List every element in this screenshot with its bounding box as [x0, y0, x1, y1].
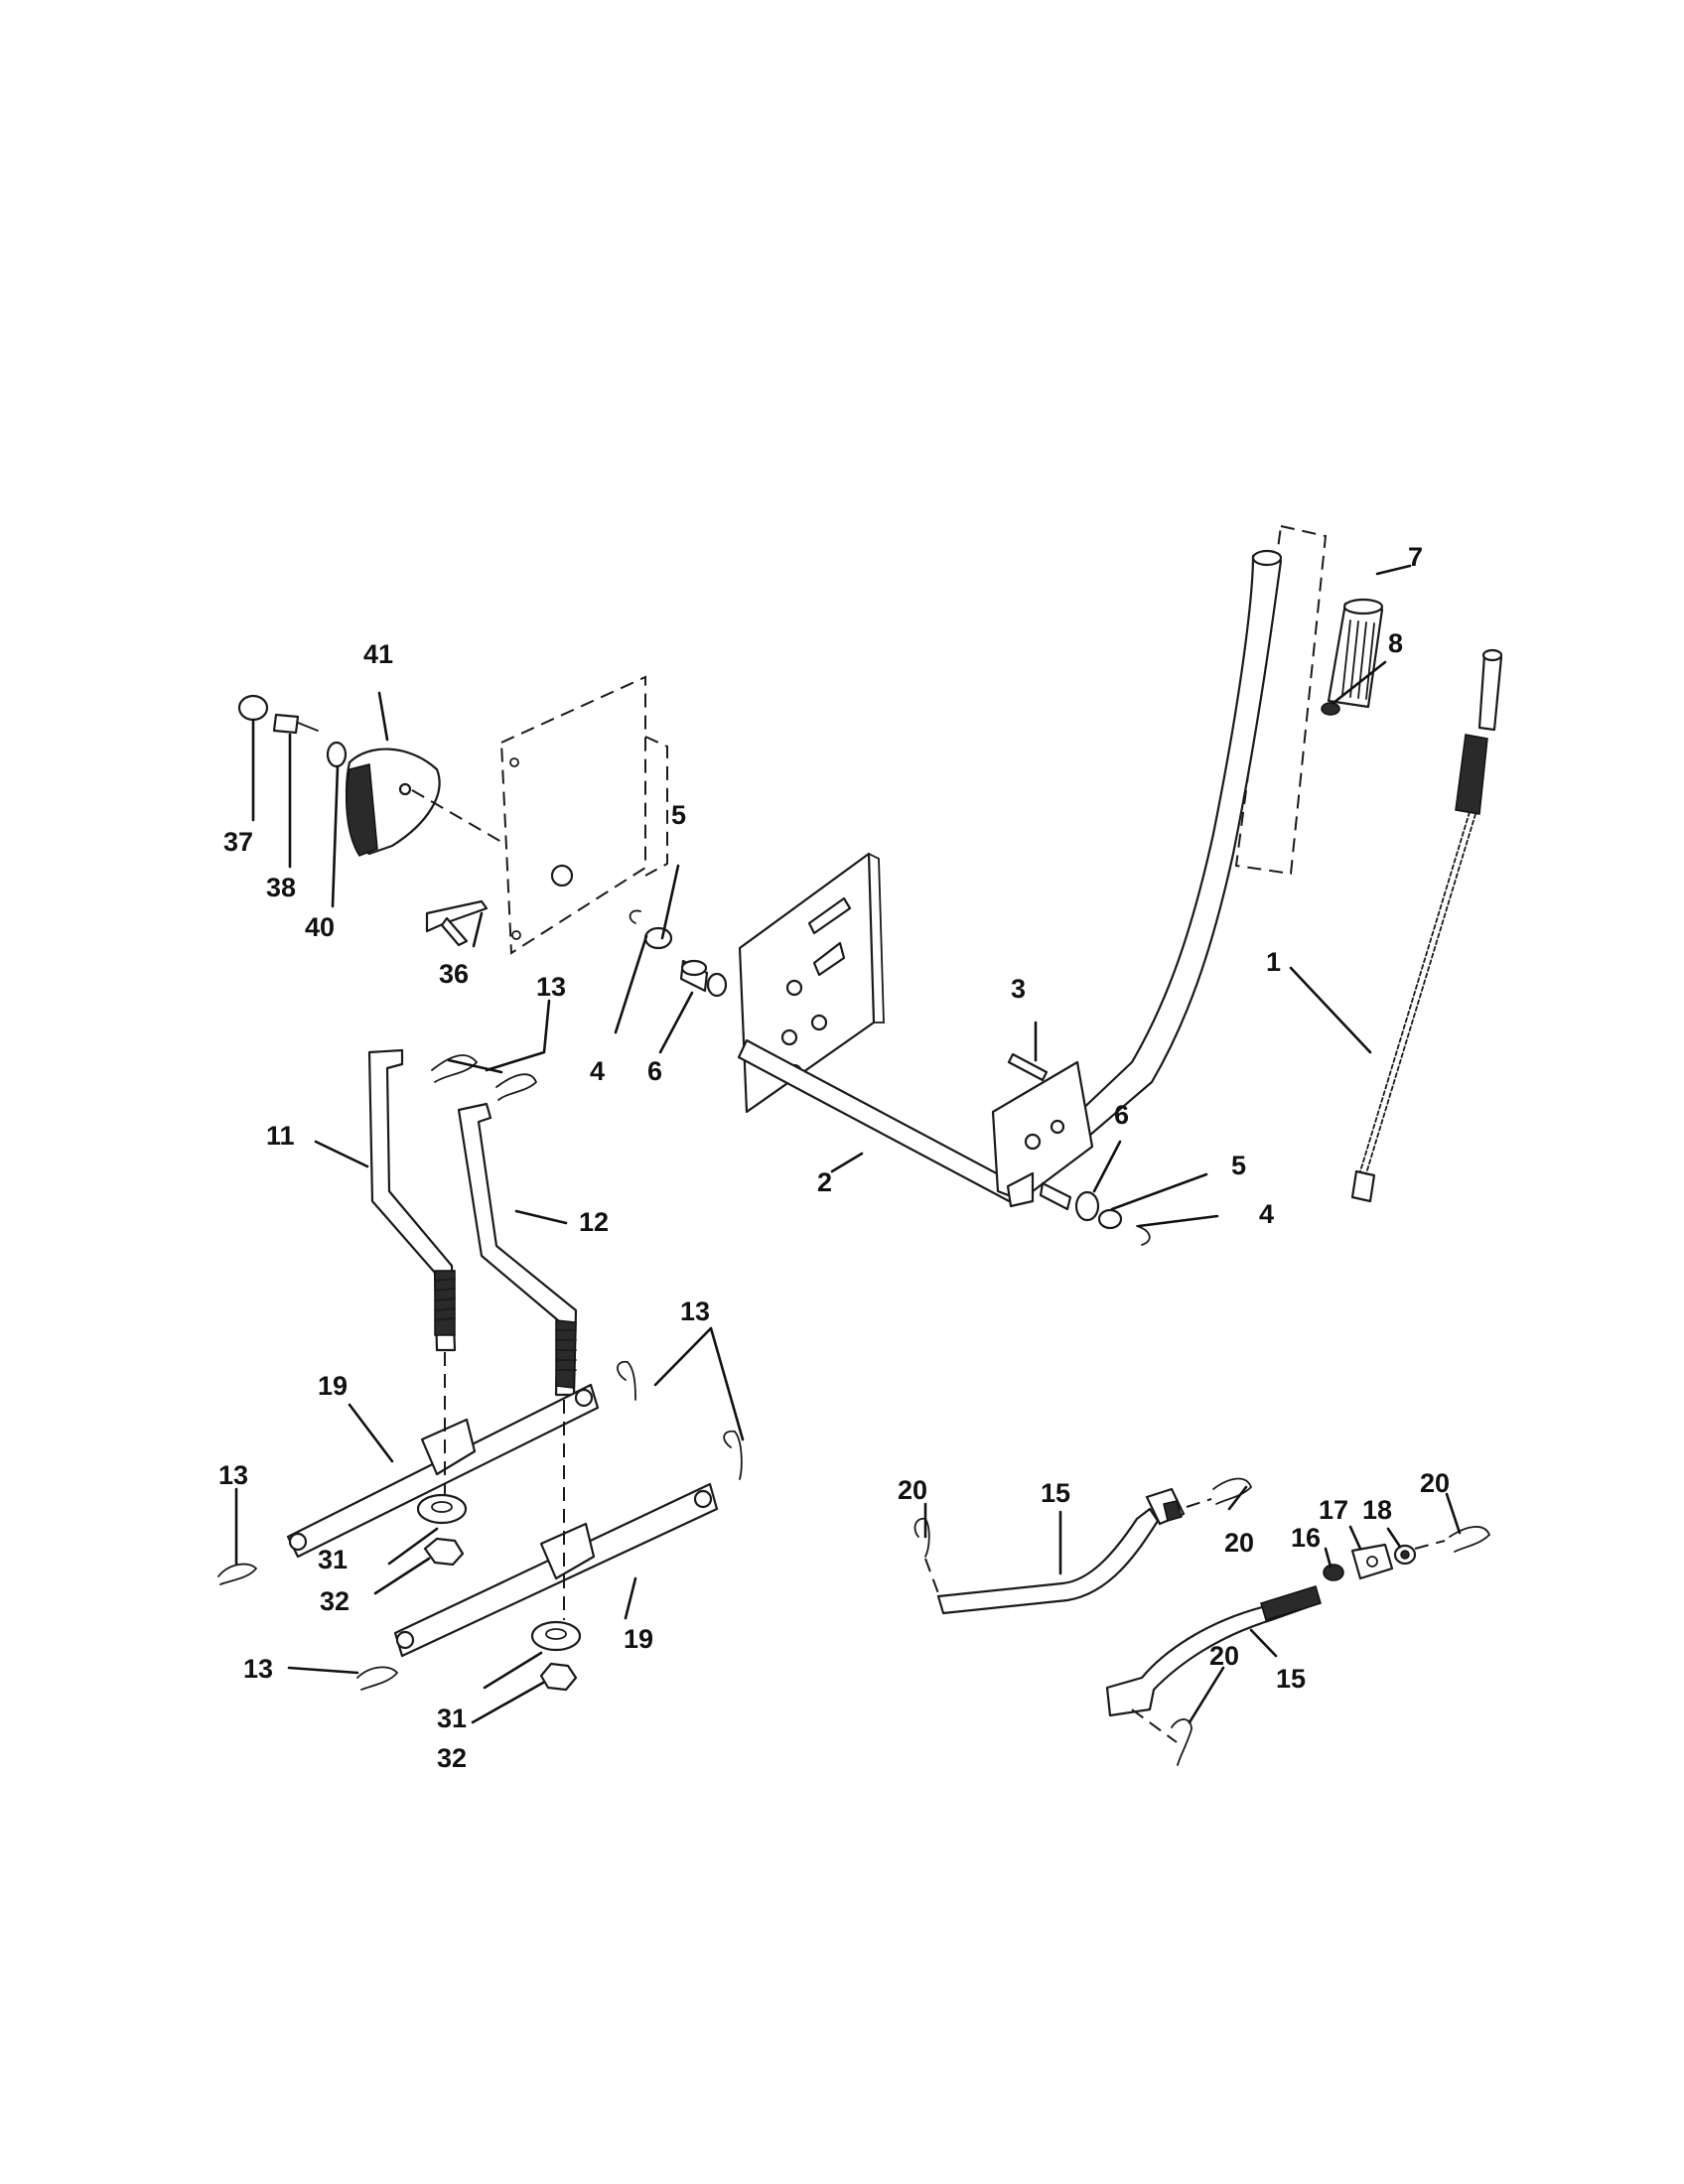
part-3-pin [1007, 1052, 1049, 1082]
callout-3: 3 [1011, 974, 1026, 1004]
part-17-block [1350, 1543, 1394, 1580]
callout-12: 12 [579, 1207, 609, 1237]
callout-20-upper-right: 20 [1224, 1528, 1254, 1558]
callout-11: 11 [266, 1121, 295, 1151]
right-shaft-hardware [1074, 1190, 1151, 1246]
callout-4-left: 4 [590, 1056, 605, 1086]
part-16-washer [1323, 1564, 1344, 1581]
callout-16: 16 [1291, 1523, 1321, 1553]
part-31-washer-lower [530, 1620, 582, 1652]
part-11-rod [367, 1048, 457, 1352]
part-32-nut-lower [539, 1662, 578, 1692]
mounting-panel-outline [499, 675, 668, 955]
part-15-rod-lower [1105, 1585, 1322, 1743]
part-15-rod-upper [936, 1477, 1253, 1615]
callout-labels: 7 8 1 41 37 38 40 5 36 13 4 6 3 2 6 5 4 … [218, 542, 1450, 1773]
callout-15-upper: 15 [1041, 1478, 1070, 1508]
callout-19-lower: 19 [624, 1624, 653, 1654]
callout-19-upper: 19 [318, 1371, 348, 1401]
callout-8: 8 [1388, 628, 1403, 658]
callout-13-left: 13 [218, 1460, 248, 1490]
callout-5-left: 5 [671, 800, 686, 830]
callout-32-upper: 32 [320, 1586, 350, 1616]
callout-20-right: 20 [1420, 1468, 1450, 1498]
part-12-rod [457, 1102, 578, 1397]
callout-32-lower: 32 [437, 1743, 467, 1773]
part-18-bushing [1393, 1544, 1417, 1566]
callout-7: 7 [1408, 542, 1423, 572]
leader-lines [234, 564, 1462, 1724]
part-2-lever-bracket [991, 1060, 1094, 1211]
part-19-bar-upper [286, 1383, 600, 1559]
callout-36: 36 [439, 959, 469, 989]
part-1-cable [1350, 648, 1503, 1203]
part-13-clip-top [431, 1054, 538, 1101]
part-40-washer [326, 741, 348, 768]
callout-13-top: 13 [536, 972, 566, 1002]
part-20-clip-lower [1171, 1718, 1193, 1766]
callout-4-right: 4 [1259, 1199, 1274, 1229]
part-20-clip-right [1414, 1526, 1491, 1553]
part-7-handle-grip [1327, 598, 1384, 709]
lift-handle-assembly [1036, 524, 1328, 1173]
callout-13-mid: 13 [680, 1297, 710, 1326]
part-19-bar-lower [393, 1482, 719, 1658]
part-31-washer-upper [416, 1493, 468, 1525]
part-37-ring [237, 694, 269, 722]
part-8-ring [1321, 702, 1340, 716]
callout-18: 18 [1362, 1495, 1392, 1525]
part-41-knob [345, 748, 502, 857]
callout-17: 17 [1319, 1495, 1348, 1525]
part-32-nut-upper [423, 1537, 465, 1567]
callout-1: 1 [1266, 947, 1281, 977]
callout-31-upper: 31 [318, 1545, 348, 1574]
callout-5-right: 5 [1231, 1151, 1246, 1180]
callout-37: 37 [223, 827, 253, 857]
part-36-clip [425, 899, 489, 947]
callout-20-left: 20 [898, 1475, 927, 1505]
callout-13-bottom: 13 [243, 1654, 273, 1684]
part-38-screw [272, 713, 319, 735]
callout-38: 38 [266, 873, 296, 902]
left-shaft-hardware [550, 864, 728, 998]
part-2-shaft [737, 1038, 1023, 1205]
part-2-shaft-plate [738, 852, 885, 1114]
callout-41: 41 [363, 639, 393, 669]
callout-6-left: 6 [647, 1056, 662, 1086]
callout-31-lower: 31 [437, 1704, 467, 1733]
callout-15-lower: 15 [1276, 1664, 1306, 1694]
callout-6-right: 6 [1114, 1100, 1129, 1130]
callout-40: 40 [305, 912, 335, 942]
callout-2: 2 [817, 1167, 832, 1197]
callout-20-lower: 20 [1209, 1641, 1239, 1671]
part-13-clips-lower [217, 1360, 743, 1691]
